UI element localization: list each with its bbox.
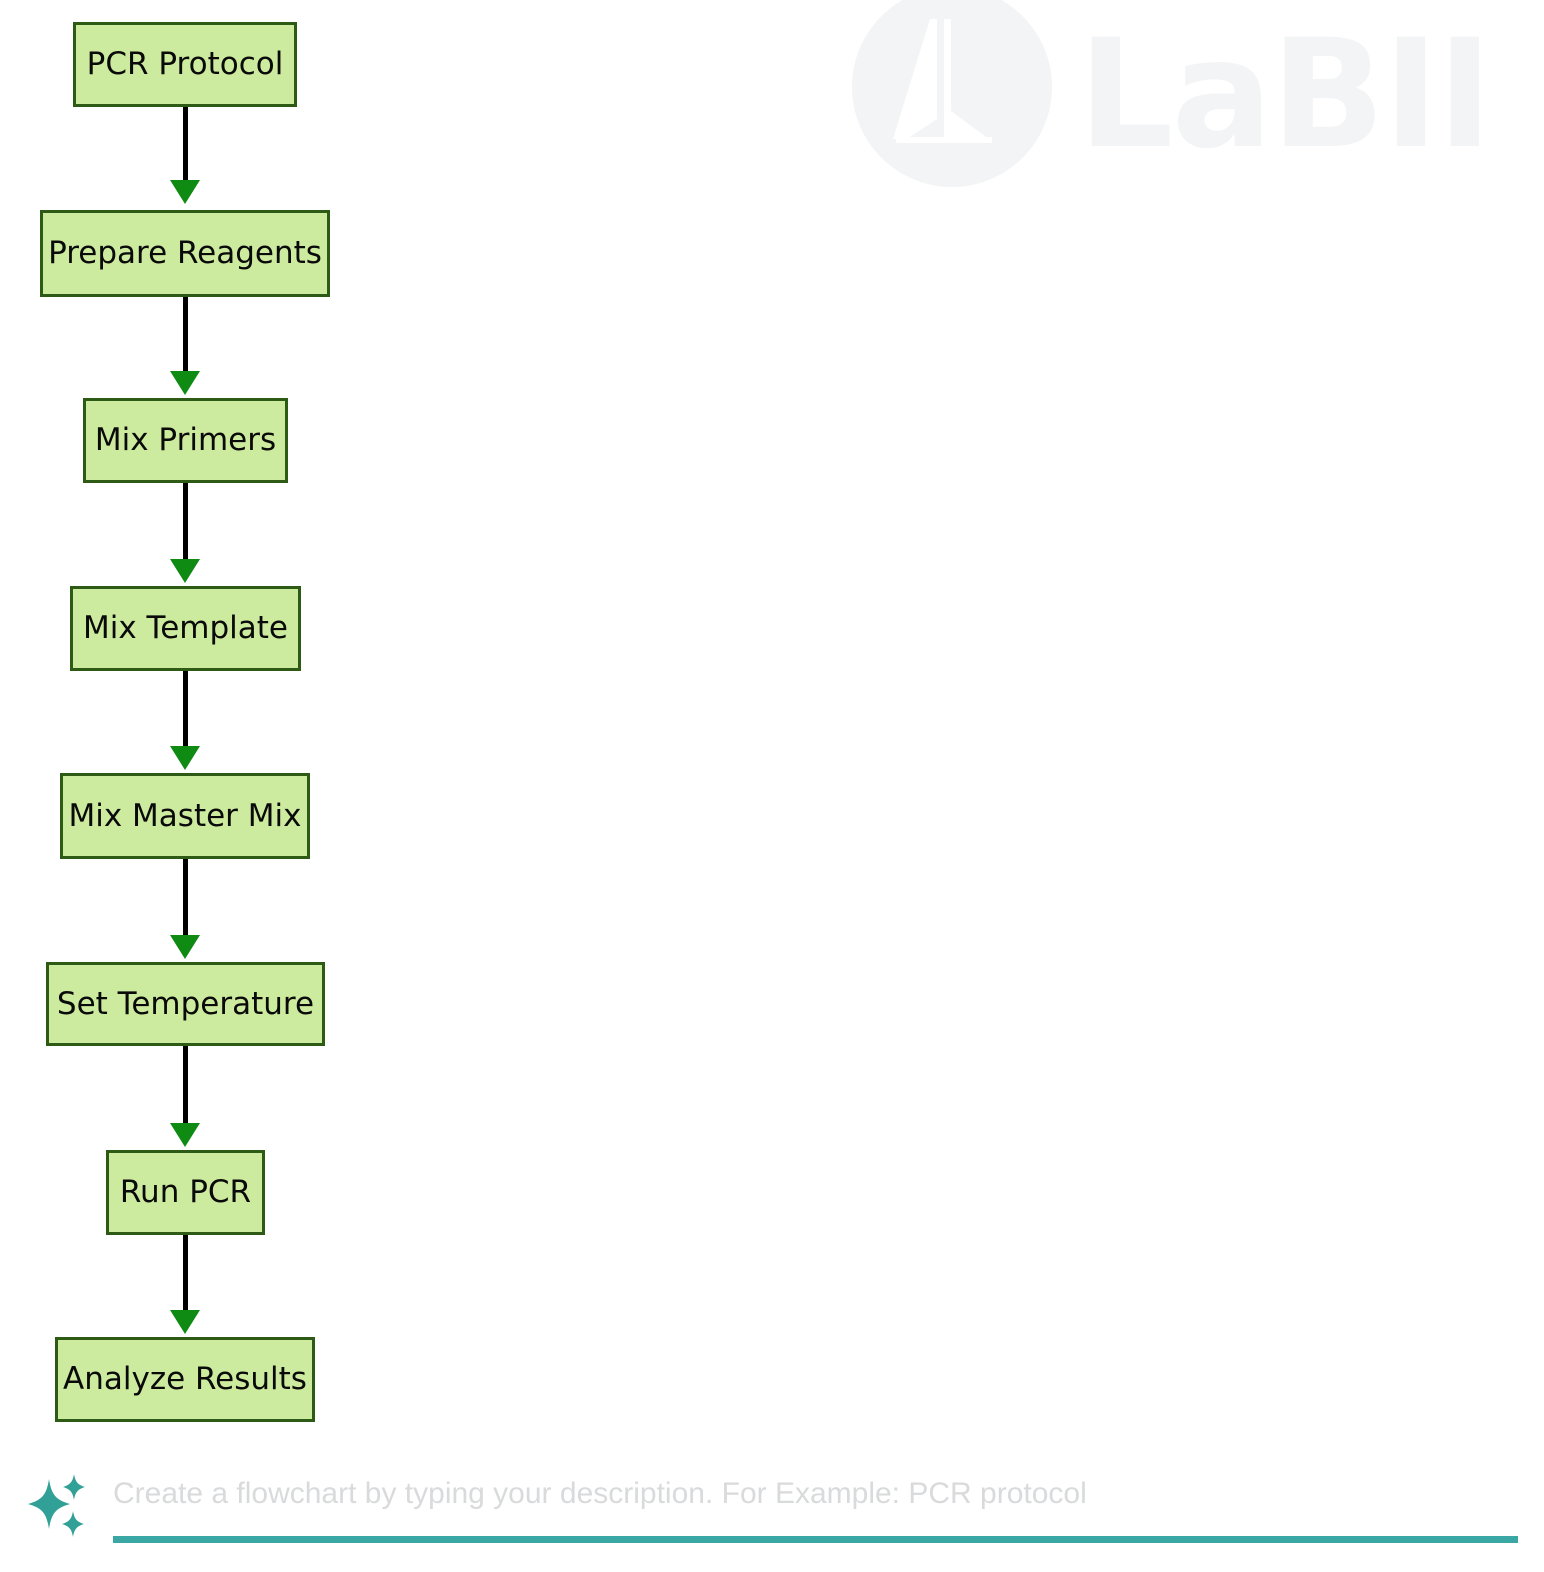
edge-mix-template-to-mix-master-mix <box>183 671 188 749</box>
flow-node-label: Mix Master Mix <box>68 797 302 834</box>
flow-node-label: Mix Primers <box>94 422 277 458</box>
edge-set-temperature-to-run-pcr <box>183 1046 188 1126</box>
edge-mix-master-mix-to-set-temperature <box>183 859 188 938</box>
flow-node-analyze-results[interactable]: Analyze Results <box>55 1337 315 1422</box>
flow-node-label: Mix Template <box>82 610 288 646</box>
arrowhead-set-temperature <box>170 935 200 959</box>
arrowhead-prepare-reagents <box>170 180 200 204</box>
edge-run-pcr-to-analyze-results <box>183 1235 188 1313</box>
arrowhead-mix-template <box>170 559 200 583</box>
flow-node-label: PCR Protocol <box>86 46 284 82</box>
flow-node-mix-master-mix[interactable]: Mix Master Mix <box>60 773 310 859</box>
prompt-bar[interactable]: Create a flowchart by typing your descri… <box>0 1455 1544 1572</box>
prompt-input-underline[interactable] <box>113 1536 1518 1543</box>
edge-prepare-reagents-to-mix-primers <box>183 297 188 374</box>
edge-mix-primers-to-mix-template <box>183 483 188 562</box>
arrowhead-analyze-results <box>170 1310 200 1334</box>
edge-pcr-protocol-to-prepare-reagents <box>183 107 188 187</box>
flow-node-label: Analyze Results <box>63 1361 307 1397</box>
flowchart-canvas: PCR Protocol Prepare Reagents Mix Primer… <box>40 22 330 1422</box>
flow-node-pcr-protocol[interactable]: PCR Protocol <box>73 22 297 107</box>
arrowhead-run-pcr <box>170 1123 200 1147</box>
flow-node-prepare-reagents[interactable]: Prepare Reagents <box>40 210 330 297</box>
flow-node-run-pcr[interactable]: Run PCR <box>106 1150 265 1235</box>
prompt-placeholder-text: Create a flowchart by typing your descri… <box>113 1477 1087 1510</box>
arrowhead-mix-primers <box>170 371 200 395</box>
flow-node-mix-primers[interactable]: Mix Primers <box>83 398 288 483</box>
flow-node-label: Run PCR <box>119 1174 252 1210</box>
sparkle-icon <box>26 1469 98 1541</box>
flow-node-label: Prepare Reagents <box>48 235 322 271</box>
flow-node-set-temperature[interactable]: Set Temperature <box>46 962 325 1046</box>
arrowhead-mix-master-mix <box>170 746 200 770</box>
flow-node-mix-template[interactable]: Mix Template <box>70 586 301 671</box>
flow-node-label: Set Temperature <box>56 985 315 1022</box>
